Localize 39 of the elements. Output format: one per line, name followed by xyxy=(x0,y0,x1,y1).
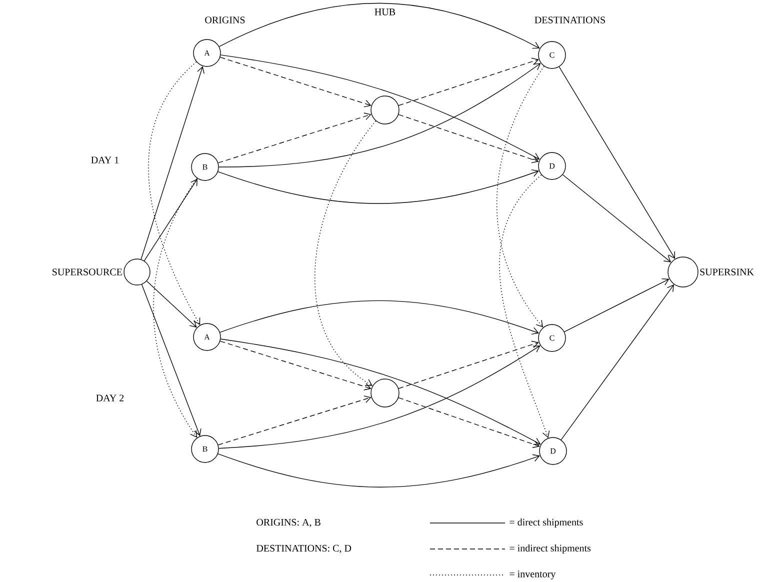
arrow xyxy=(218,396,372,446)
arrow xyxy=(140,66,204,260)
arrow xyxy=(560,284,674,440)
arrow xyxy=(220,340,372,390)
day-label: DAY 2 xyxy=(96,394,124,402)
arrow xyxy=(398,397,540,448)
node-circle xyxy=(370,378,400,408)
node-label: SUPERSOURCE xyxy=(52,268,122,276)
arrow xyxy=(564,278,670,332)
column-heading: DESTINATIONS xyxy=(534,16,605,24)
legend-text: = direct shipments xyxy=(510,518,583,528)
arrow xyxy=(218,112,372,164)
arrow xyxy=(398,58,539,106)
arrow xyxy=(218,453,540,488)
column-heading: ORIGINS xyxy=(205,16,245,24)
arrow xyxy=(218,2,540,49)
arrow xyxy=(141,284,202,436)
arrow xyxy=(562,174,672,262)
arrow xyxy=(496,66,544,328)
arrow xyxy=(220,300,539,335)
arrow xyxy=(398,114,539,164)
arrow xyxy=(499,174,550,438)
arrow xyxy=(148,62,200,326)
legend-text: = indirect shipments xyxy=(510,544,591,554)
arrow xyxy=(153,178,198,438)
node-circle xyxy=(370,96,400,124)
legend-text: = inventory xyxy=(510,570,556,580)
legend-note: ORIGINS: A, B xyxy=(256,518,320,528)
arrow xyxy=(218,169,539,204)
arrow xyxy=(314,120,376,386)
arrow xyxy=(398,340,539,389)
arrow xyxy=(146,280,197,328)
node-label: SUPERSINK xyxy=(700,268,754,276)
day-label: DAY 1 xyxy=(91,156,119,164)
column-heading: HUB xyxy=(374,8,396,16)
arrow xyxy=(144,178,198,262)
legend-note: DESTINATIONS: C, D xyxy=(256,544,352,554)
arrow xyxy=(558,66,676,259)
arrow xyxy=(220,56,372,108)
